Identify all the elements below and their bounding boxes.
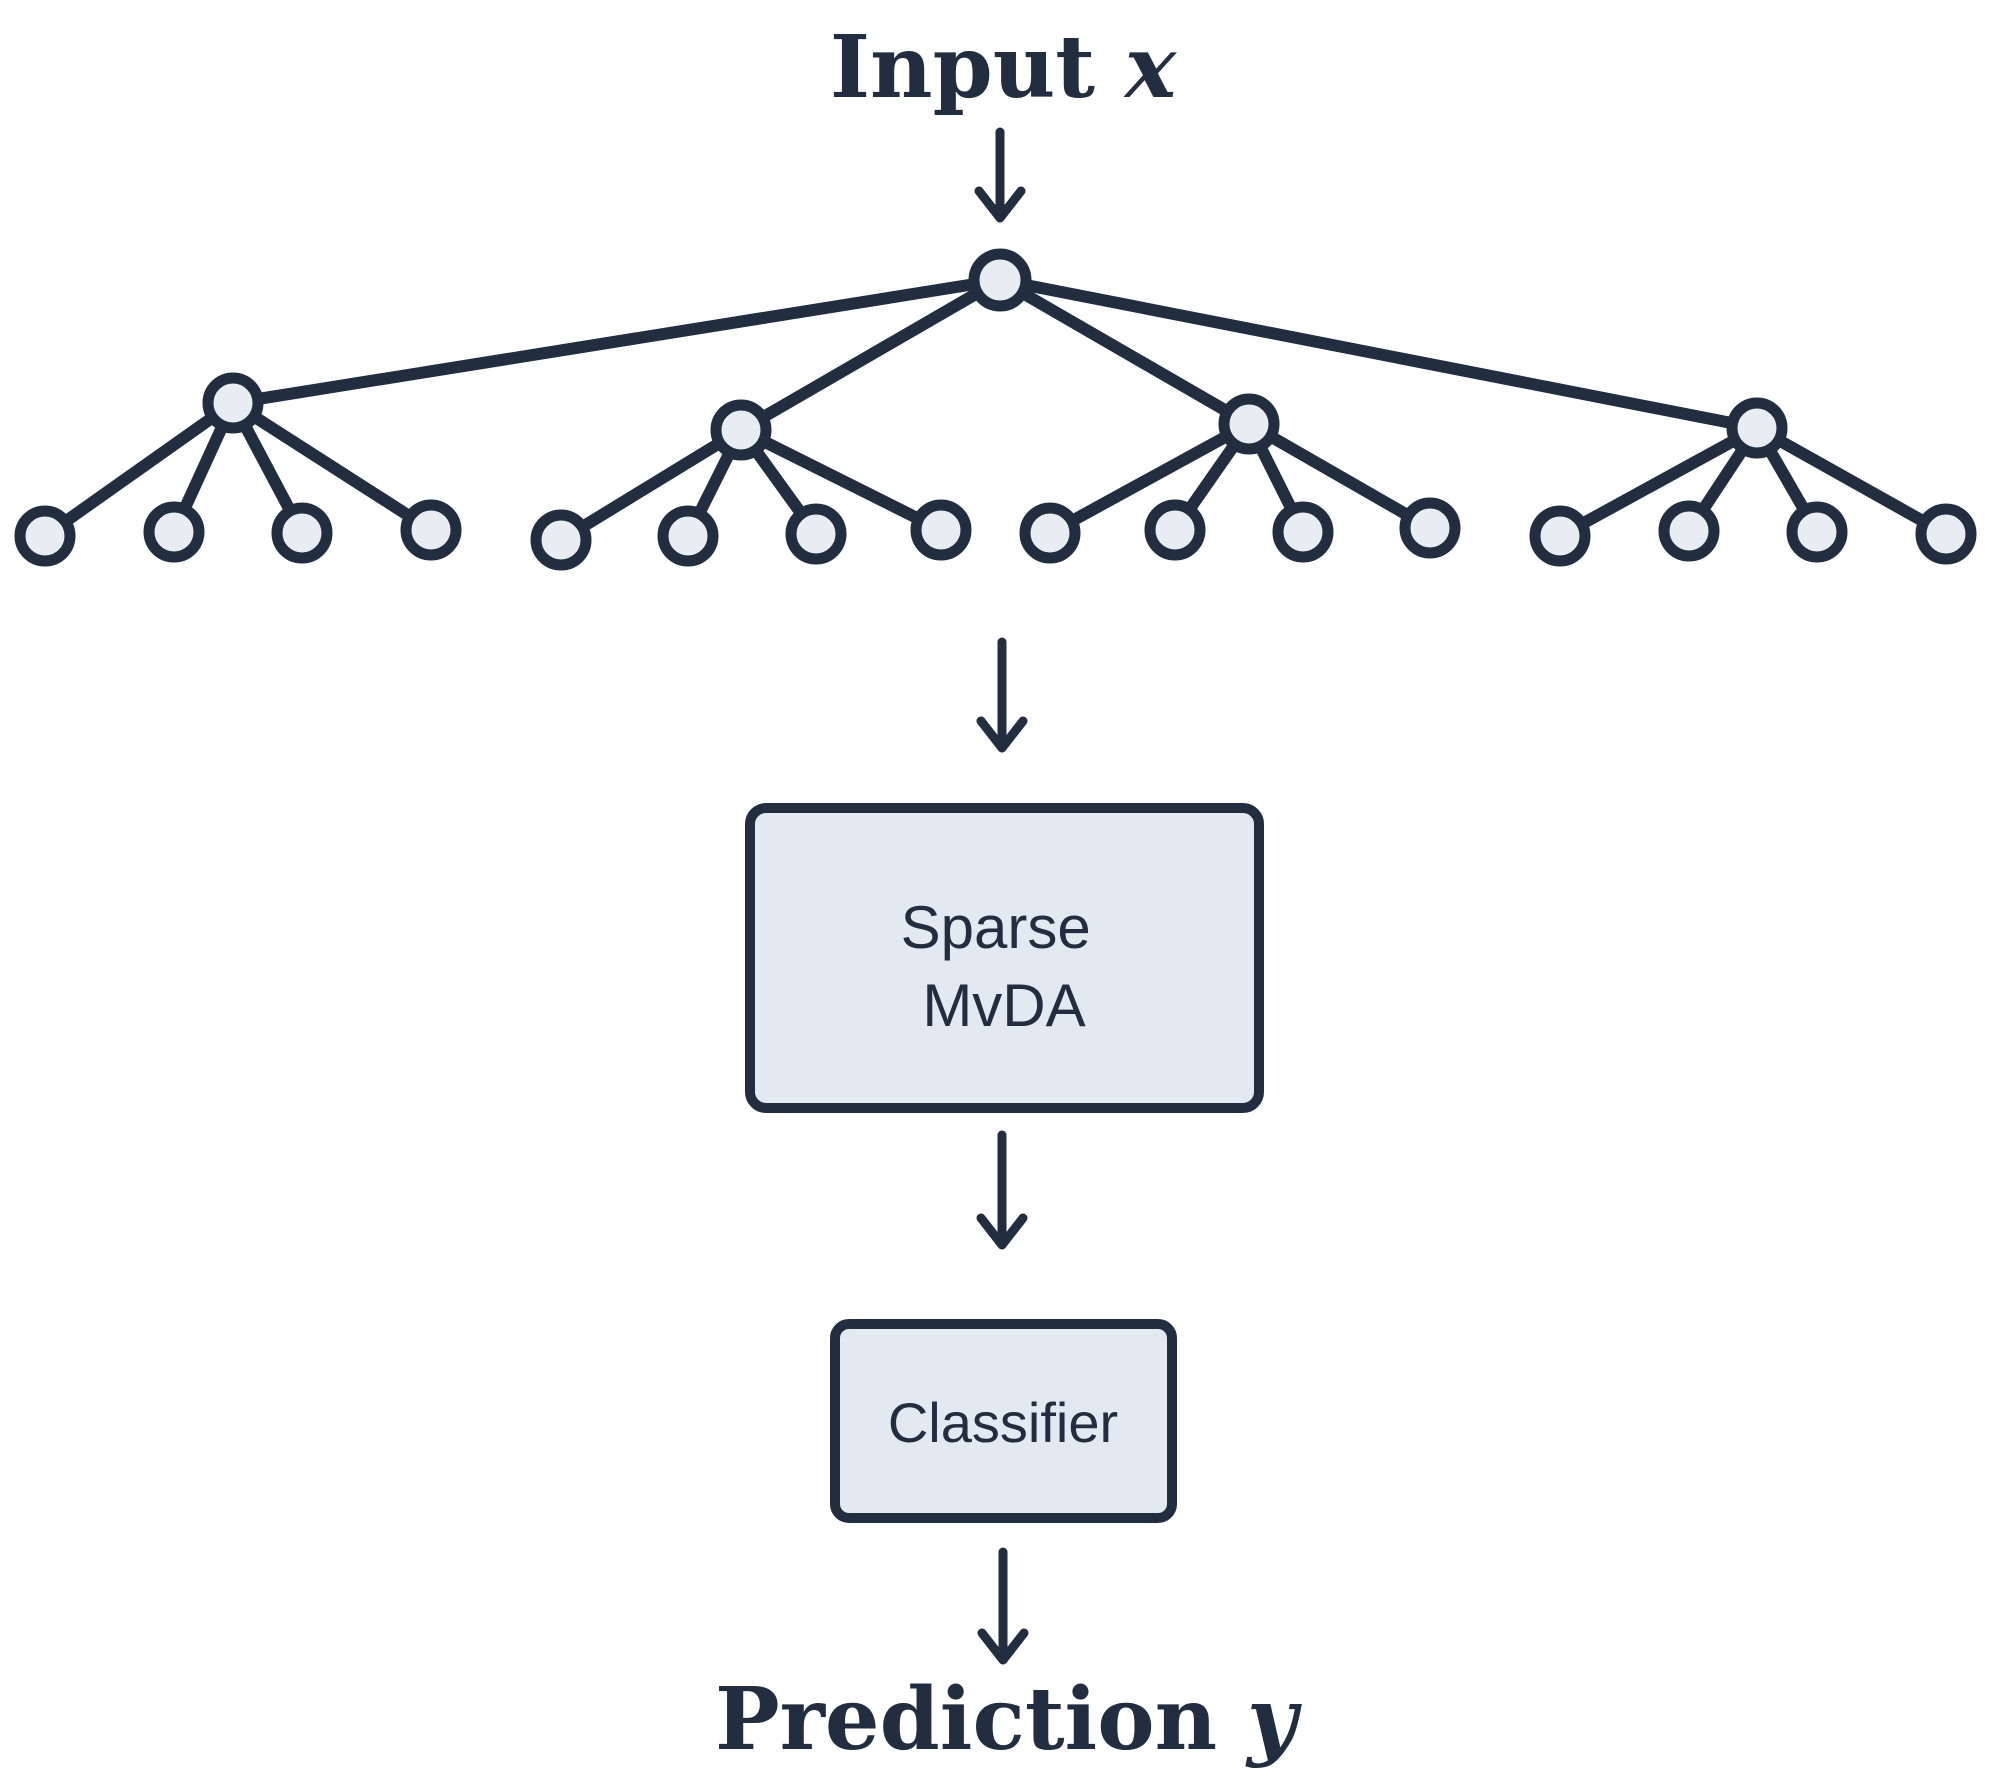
- down-arrow-head-icon: [977, 1628, 1029, 1665]
- leaf-node: [1144, 499, 1206, 561]
- leaf-node: [14, 505, 76, 567]
- tree-edges: [39, 274, 1952, 546]
- sparse-mvda-box: Sparse MvDA: [745, 803, 1264, 1113]
- tree-nodes: [14, 248, 1977, 571]
- classifier-box: Classifier: [830, 1319, 1177, 1523]
- tree-edge-branch-leaf: [735, 424, 947, 536]
- tree-edge-branch-leaf: [555, 424, 747, 546]
- leaf-node: [1019, 502, 1081, 564]
- leaf-node: [657, 505, 719, 567]
- leaf-node: [400, 499, 462, 561]
- tree-edge-root-branch: [735, 274, 1006, 436]
- leaf-node: [1399, 497, 1461, 559]
- tree-edge-branch-leaf: [1243, 418, 1436, 534]
- sparse-mvda-label: Sparse MvDA: [901, 894, 1108, 1039]
- branch-node: [1726, 397, 1788, 459]
- leaf-node: [1915, 503, 1977, 565]
- branch-node: [710, 399, 772, 461]
- classifier-label: Classifier: [888, 1391, 1118, 1454]
- tree-edge-root-branch: [994, 274, 1255, 430]
- leaf-node: [1272, 501, 1334, 563]
- leaf-node: [1658, 500, 1720, 562]
- leaf-node: [143, 501, 205, 563]
- leaf-node: [910, 499, 972, 561]
- root-node: [968, 248, 1032, 312]
- leaf-node: [1786, 501, 1848, 563]
- branch-node: [202, 372, 264, 434]
- down-arrow-head-icon: [976, 1213, 1028, 1250]
- classifier-rect: [830, 1319, 1177, 1523]
- tree-edge-branch-leaf: [1044, 418, 1255, 539]
- tree-edge-branch-leaf: [227, 397, 437, 536]
- tree-edge-branch-leaf: [1751, 422, 1952, 540]
- tree-edge-branch-leaf: [39, 397, 239, 542]
- leaf-node: [785, 503, 847, 565]
- leaf-node: [1529, 505, 1591, 567]
- leaf-node: [271, 502, 333, 564]
- tree-edge-root-branch: [227, 274, 1006, 409]
- leaf-node: [530, 509, 592, 571]
- prediction-label: Prediction y: [715, 1669, 1302, 1770]
- input-label: Input x: [830, 17, 1178, 118]
- tree-edge-branch-leaf: [1554, 422, 1763, 542]
- down-arrow-head-icon: [976, 716, 1028, 753]
- tree-edge-root-branch: [994, 274, 1763, 434]
- down-arrow-head-icon: [974, 186, 1026, 223]
- sparse-mvda-rect: [745, 803, 1264, 1113]
- flow-arrows: [974, 127, 1029, 1665]
- branch-node: [1218, 393, 1280, 455]
